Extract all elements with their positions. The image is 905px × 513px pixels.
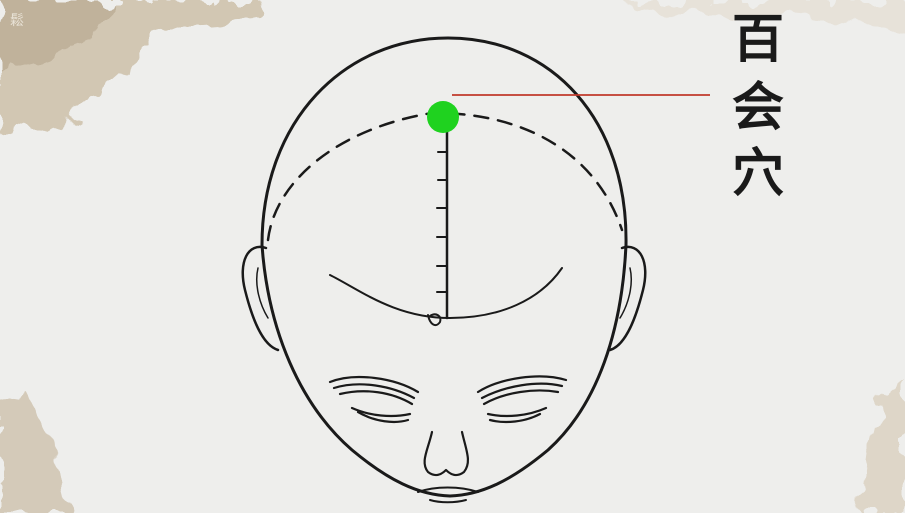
acupoint-label-char-1: 百	[728, 10, 788, 70]
acupoint-label-char-3: 穴	[728, 144, 788, 204]
acupoint-marker	[427, 101, 459, 133]
watermark: 鬆	[10, 10, 24, 30]
acupoint-label-char-2: 会	[728, 78, 788, 138]
